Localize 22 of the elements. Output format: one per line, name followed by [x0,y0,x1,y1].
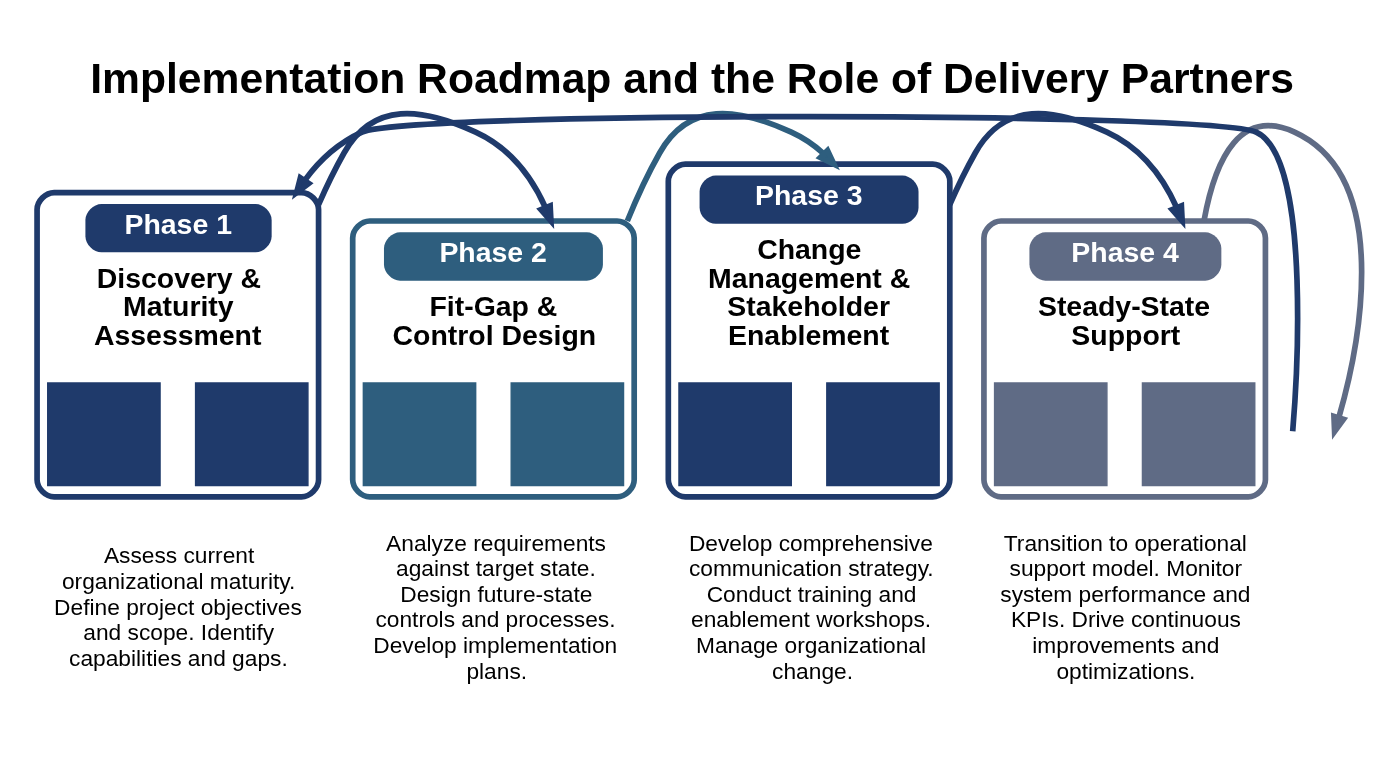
cluster: Phase 3 Change Management & Stakeholder Enablement [665,160,953,500]
cluster: Phase 1 Discovery & Maturity Assessment [34,189,322,500]
node-box [194,381,309,486]
node-label: Analyze requirements against target state. Design future-state controls and processes. Develop implementation plans. [373,529,618,683]
diagram-title: Implementation Roadmap and the Role of Delivery Partners [90,53,1294,102]
cluster: Phase 4 Steady-State Support [981,217,1269,500]
node-box [826,381,940,486]
arrow [624,110,840,222]
node-box [993,381,1108,486]
node-box [1141,381,1256,486]
node-box [362,381,477,486]
arrow [315,110,555,229]
node-label: Develop comprehensive communication strategy. Conduct training and enablement workshops. Manage organizational change. [688,529,934,683]
arrow [947,110,1186,229]
cluster: Phase 2 Fit-Gap & Control Design [349,217,638,500]
node-box [510,381,625,486]
node-label: Transition to operational support model. Monitor system performance and KPIs. Drive continuous improvements and optimizations. [1000,529,1251,683]
arrow [291,113,1301,431]
node-box [47,381,161,486]
node-box [678,381,792,486]
node-label: Assess current organizational maturity. Define project objectives and scope. Identify capabilities and gaps. [54,541,302,671]
arrow [1201,122,1365,440]
